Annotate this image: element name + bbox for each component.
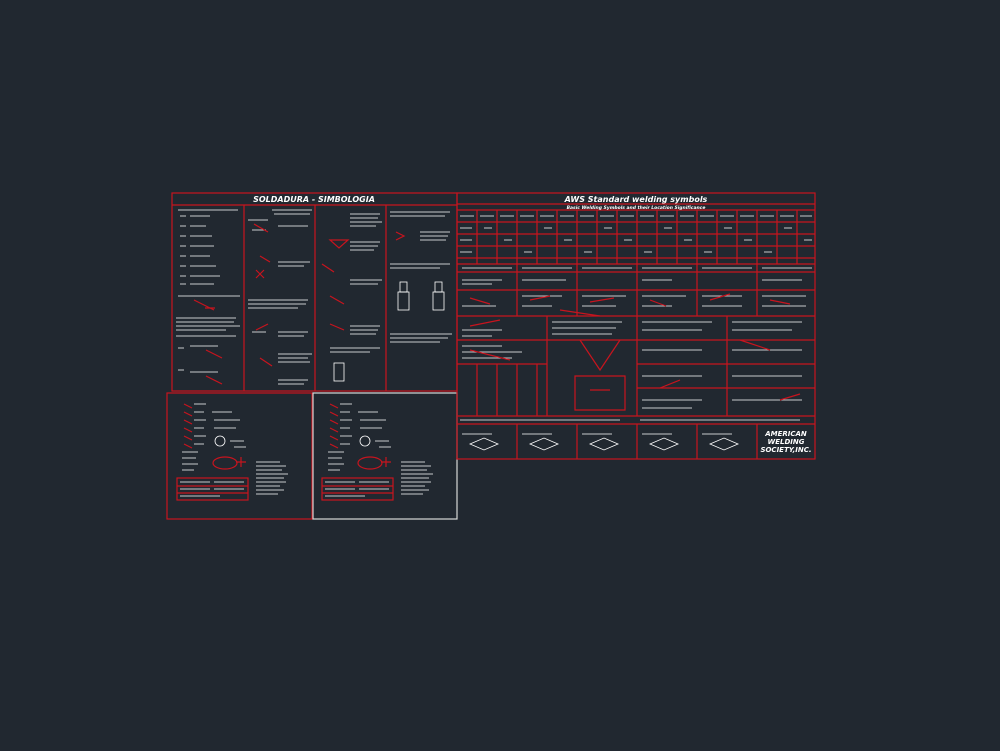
aws-symbol-sheet: [456, 192, 816, 460]
left-sheet-red-symbols: [193, 223, 406, 385]
left-sheet-content: [176, 209, 452, 385]
left-symbol-sheet: [171, 192, 458, 392]
left-sheet-title: SOLDADURA - SIMBOLOGIA: [253, 195, 375, 204]
aws-sheet-subtitle: Basic Welding Symbols and their Location…: [567, 205, 706, 211]
detail-sheet-2: [312, 392, 458, 520]
aws-logo-line-1: AMERICAN: [764, 430, 807, 438]
aws-sheet-content: [460, 215, 812, 451]
aws-logo-line-2: WELDING: [768, 438, 805, 446]
aws-sheet-title: AWS Standard welding symbols: [564, 195, 708, 204]
aws-logo-line-3: SOCIETY,INC.: [760, 446, 811, 454]
aws-red-figures: [469, 293, 801, 401]
detail-sheet-1: [166, 392, 313, 520]
aws-logo: AMERICAN WELDING SOCIETY,INC.: [760, 430, 811, 454]
